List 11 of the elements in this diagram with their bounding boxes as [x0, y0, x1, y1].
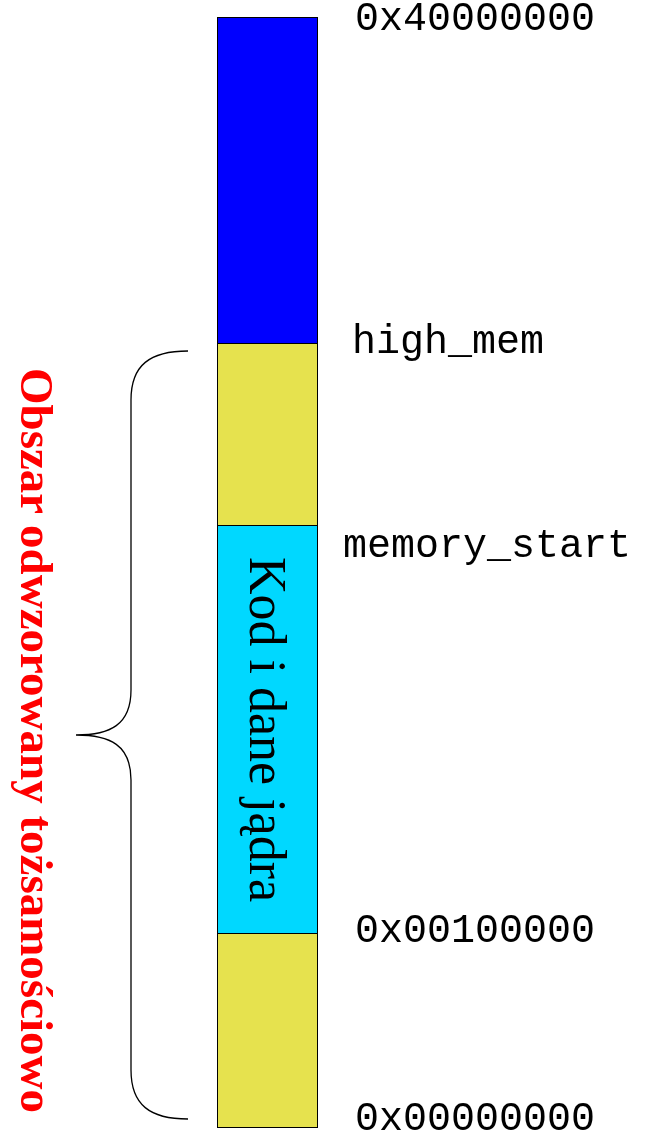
memory-segment	[217, 525, 318, 934]
address-label: 0x00100000	[355, 910, 596, 954]
region-label: Obszar odwzorowany tożsamościowo	[10, 368, 64, 1113]
address-label: 0x00000000	[355, 1098, 596, 1134]
segment-label: Kod i dane jądra	[238, 556, 297, 903]
address-label: memory_start	[343, 525, 632, 569]
memory-segment	[217, 343, 318, 526]
address-label: high_mem	[352, 321, 545, 365]
address-label: 0x40000000	[355, 0, 596, 42]
memory-segment	[217, 933, 318, 1128]
memory-segment	[217, 17, 318, 344]
